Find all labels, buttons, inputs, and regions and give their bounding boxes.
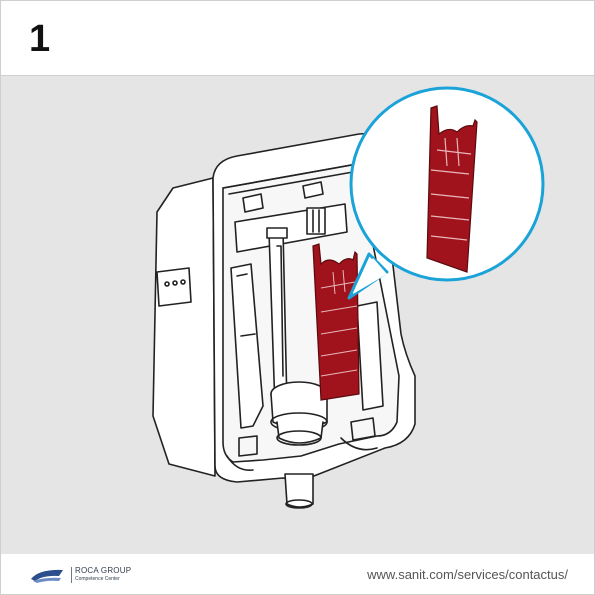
fill-valve-column: [230, 263, 264, 429]
outlet-pipe: [284, 473, 314, 508]
logo-subtitle: Competence Center: [75, 576, 120, 582]
callout-zoom: [347, 86, 545, 300]
logo-divider: [71, 567, 72, 583]
cistern-left-wall: [152, 177, 216, 477]
logo-group-name: ROCA GROUP: [75, 566, 132, 575]
cistern-illustration: [152, 86, 545, 509]
footer: ROCA GROUP Competence Center www.sanit.c…: [1, 555, 594, 594]
step-header: 1: [1, 1, 594, 76]
right-guide: [356, 301, 384, 411]
illustration-area: [1, 76, 594, 554]
sanit-logo-icon: [31, 569, 63, 583]
step-number: 1: [29, 18, 51, 60]
highlighted-part: [312, 243, 360, 401]
footer-url[interactable]: www.sanit.com/services/contactus/: [367, 567, 568, 582]
side-connector: [156, 267, 192, 307]
logo-text: ROCA GROUP Competence Center: [75, 566, 131, 583]
brand-logo: ROCA GROUP Competence Center: [29, 565, 139, 587]
fixture-block: [306, 207, 326, 235]
